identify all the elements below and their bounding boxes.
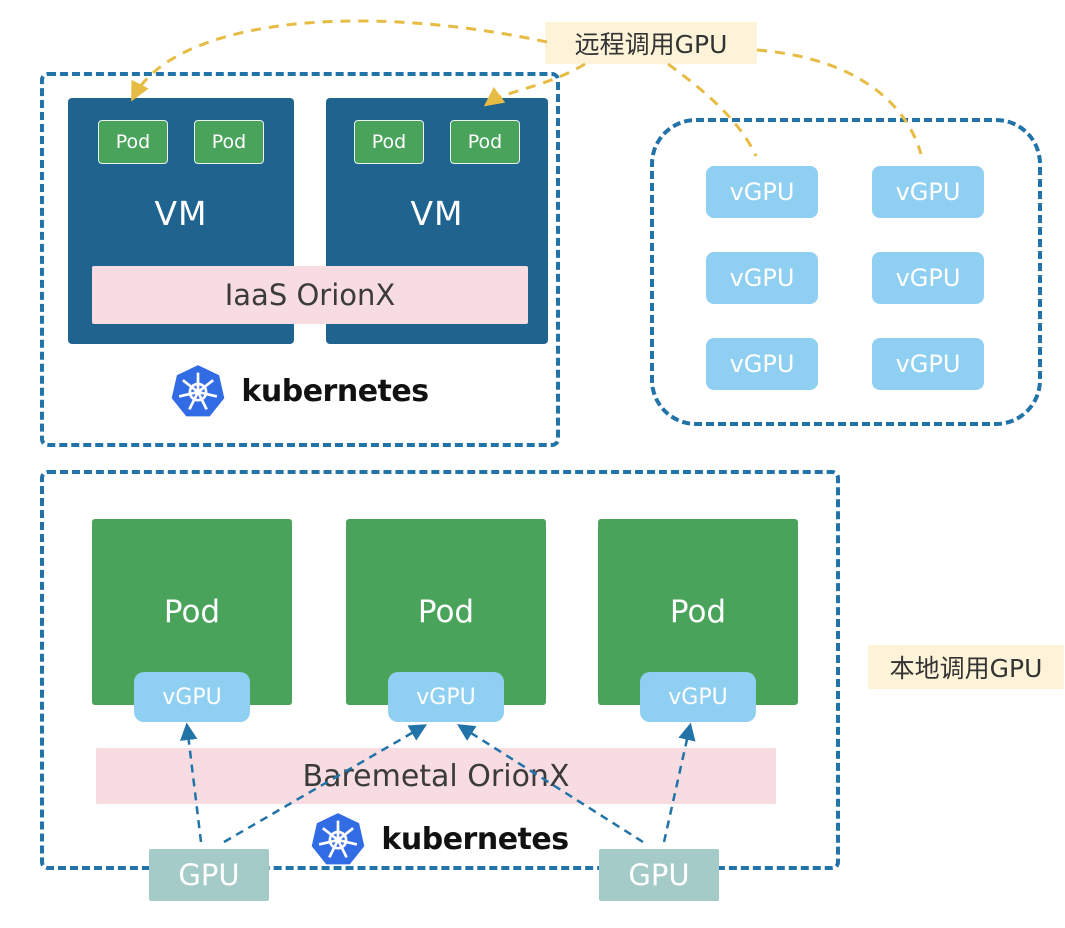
vm-label: VM <box>154 194 208 233</box>
vgpu-badge: vGPU <box>134 672 250 722</box>
pod-label: Pod <box>417 594 475 630</box>
kubernetes-label: kubernetes <box>381 821 569 857</box>
local-gpu-annotation: 本地调用GPU <box>868 645 1064 689</box>
pod-box: Pod <box>450 120 520 164</box>
iaas-orionx-bar: IaaS OrionX <box>92 266 528 324</box>
gpu-box: GPU <box>149 849 269 901</box>
vm2-pod-row: Pod Pod <box>326 98 548 164</box>
kubernetes-label: kubernetes <box>241 373 429 409</box>
pod-box: Pod <box>98 120 168 164</box>
vgpu-box: vGPU <box>872 338 984 390</box>
vgpu-box: vGPU <box>872 166 984 218</box>
pod-label: Pod <box>163 594 221 630</box>
vm1-pod-row: Pod Pod <box>68 98 294 164</box>
pod-box: Pod <box>194 120 264 164</box>
vgpu-badge: vGPU <box>640 672 756 722</box>
vm-label: VM <box>410 194 464 233</box>
pod-box: Pod vGPU <box>346 519 546 722</box>
pod-box: Pod vGPU <box>598 519 798 722</box>
baremetal-cluster-container: Pod vGPU Pod vGPU Pod vGPU Baremetal Ori… <box>40 470 840 901</box>
remote-gpu-annotation: 远程调用GPU <box>545 22 757 64</box>
kubernetes-row: kubernetes <box>44 364 556 418</box>
vgpu-box: vGPU <box>872 252 984 304</box>
vgpu-box: vGPU <box>706 166 818 218</box>
remote-vgpu-pool-container: vGPU vGPU vGPU vGPU vGPU vGPU <box>650 118 1042 426</box>
vgpu-box: vGPU <box>706 252 818 304</box>
vgpu-box: vGPU <box>706 338 818 390</box>
kubernetes-icon <box>312 813 365 865</box>
gpu-box: GPU <box>599 849 719 901</box>
iaas-cluster-container: Pod Pod VM Pod Pod VM IaaS OrionX <box>40 72 560 447</box>
pod-box: Pod vGPU <box>92 519 292 722</box>
pod-box: Pod <box>354 120 424 164</box>
vgpu-badge: vGPU <box>388 672 504 722</box>
pod-label: Pod <box>669 594 727 630</box>
kubernetes-icon <box>172 365 225 417</box>
baremetal-orionx-bar: Baremetal OrionX <box>96 748 776 804</box>
